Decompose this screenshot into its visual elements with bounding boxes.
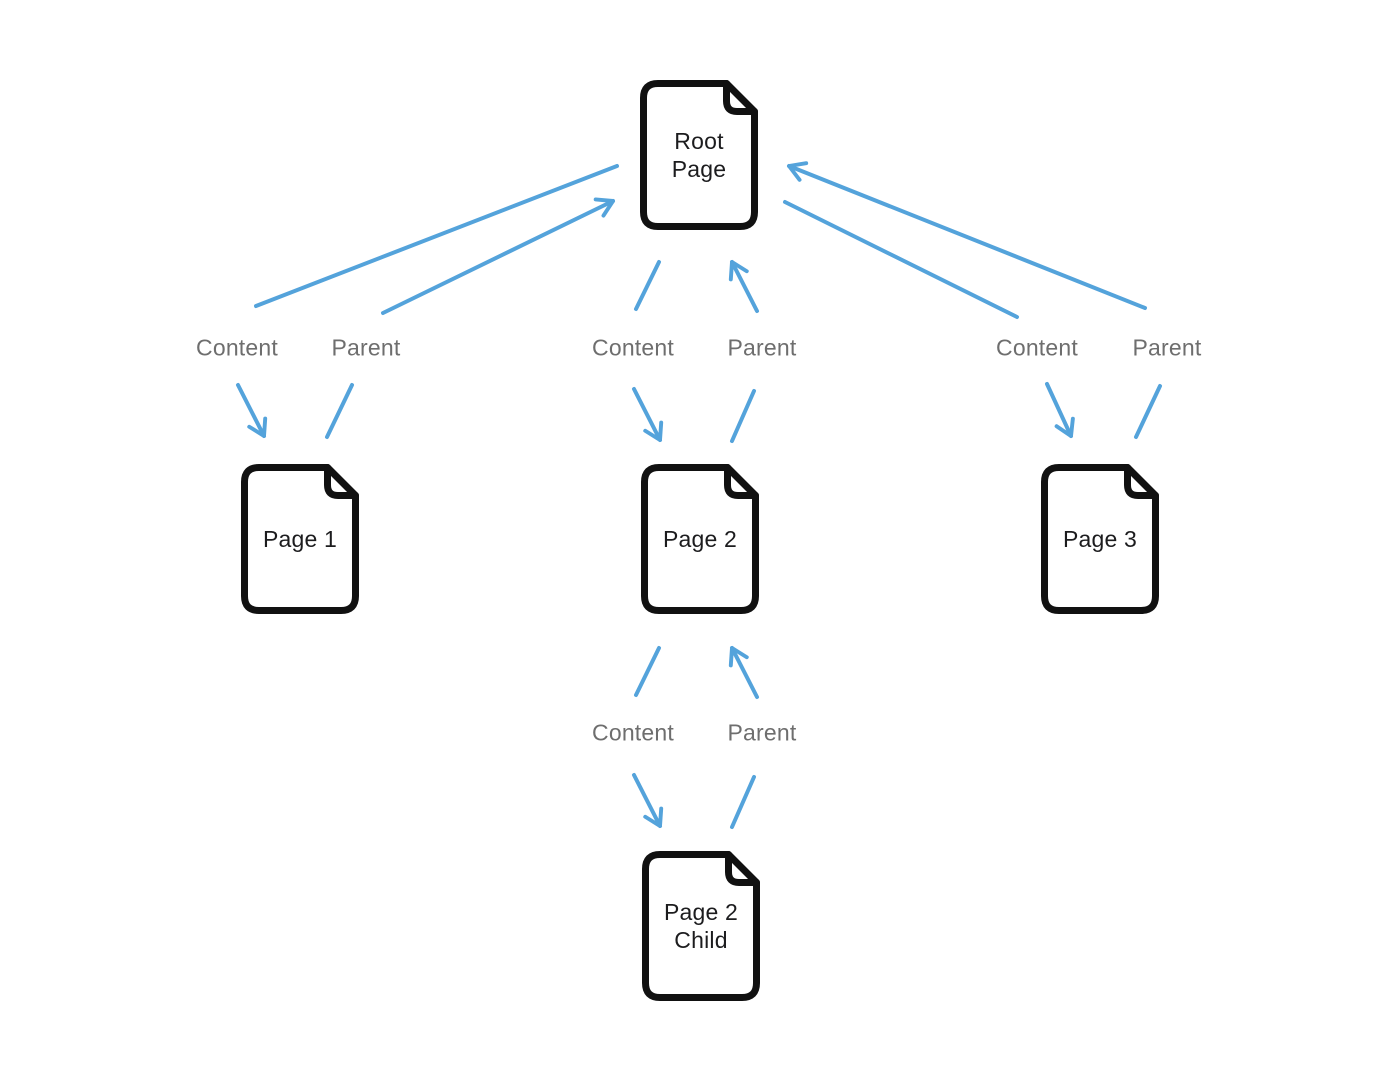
node-label-page-2: Page 2 [662,526,738,552]
node-page-2: Page 2 [641,464,759,614]
node-page-3: Page 3 [1041,464,1159,614]
node-root-page: Root Page [640,80,758,230]
edge-label-parent-page1: Parent [331,334,401,361]
edge-parent-page2-to-root-lower [730,389,756,443]
edge-label-parent-page3: Parent [1132,334,1202,361]
node-label-root-page: Root Page [671,128,727,182]
node-label-page-3: Page 3 [1062,526,1138,552]
edge-content-root-to-page2-lower [632,387,664,442]
edge-label-content-page2: Content [592,334,674,361]
edge-parent-page1-to-root-lower [325,383,354,439]
edge-content-page2-to-child-lower [632,773,664,828]
node-page-2-child: Page 2 Child [642,851,760,1001]
edge-label-parent-page2: Parent [727,334,797,361]
edge-label-content-page2-child: Content [592,719,674,746]
edge-content-root-to-page1-upper [254,164,619,308]
edge-parent-page2-to-root-upper [728,260,759,313]
edge-content-root-to-page3-lower [1045,382,1075,438]
document-icon [641,464,759,614]
edge-parent-page3-to-root-lower [1134,384,1162,439]
node-label-page-1: Page 1 [262,526,338,552]
node-label-page-2-child: Page 2 Child [663,899,739,953]
edge-content-root-to-page3-upper [783,200,1019,319]
edge-content-root-to-page2-upper [634,260,661,311]
edge-label-content-page1: Content [196,334,278,361]
document-icon [642,851,760,1001]
document-icon [1041,464,1159,614]
edge-content-root-to-page1-lower [236,383,268,438]
document-icon [640,80,758,230]
edge-label-content-page3: Content [996,334,1078,361]
edge-label-parent-page2-child: Parent [727,719,797,746]
edge-content-page2-to-child-upper [634,646,661,697]
node-page-1: Page 1 [241,464,359,614]
edge-parent-page1-to-root-upper [381,197,615,315]
edge-parent-child-to-page2-upper [728,646,759,699]
edge-parent-child-to-page2-lower [730,775,756,829]
document-icon [241,464,359,614]
edge-parent-page3-to-root-upper [787,161,1147,310]
